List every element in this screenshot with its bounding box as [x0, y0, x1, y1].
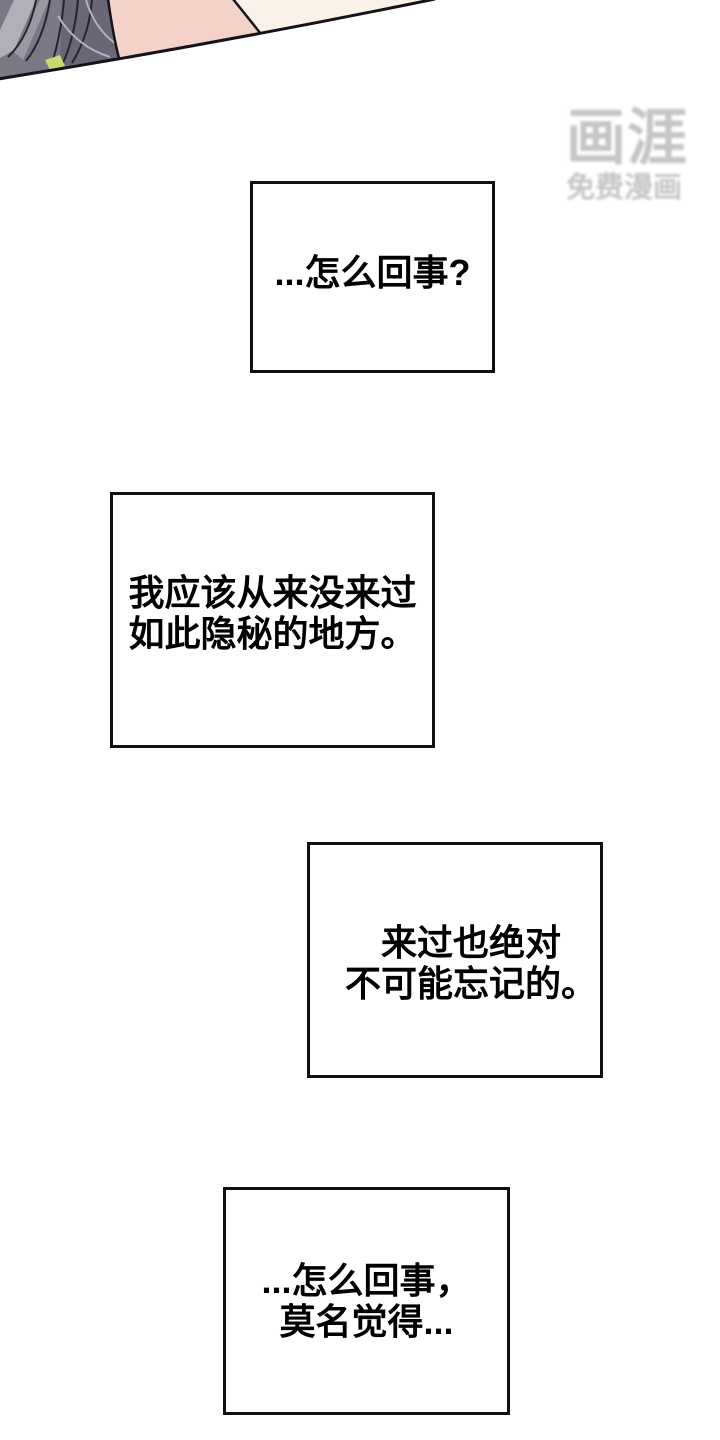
watermark: 画涯 免费漫画	[566, 103, 694, 204]
hair-outline	[106, 0, 121, 59]
caption-line: ...怎么回事，	[261, 1260, 472, 1301]
caption-line: ...怎么回事?	[274, 251, 471, 293]
hair-dark-section	[60, 0, 119, 67]
caption-line: 来过也绝对	[380, 922, 561, 963]
caption-line: 我应该从来没来过	[128, 572, 417, 613]
hair-sheen-arcs	[57, 0, 117, 58]
caption-line: 不可能忘记的。	[344, 963, 597, 1004]
watermark-logo: 画涯	[566, 103, 688, 172]
hair-accent-green	[45, 55, 65, 70]
watermark-tagline: 免费漫画	[566, 172, 683, 204]
panel-divider-line	[232, 0, 262, 35]
panel-illustration	[0, 0, 436, 81]
caption-box-4: ...怎么回事， 莫名觉得...	[223, 1187, 510, 1415]
caption-line: 如此隐秘的地方。	[128, 613, 417, 654]
hair-light-band-2	[14, 0, 49, 60]
caption-line: 莫名觉得...	[279, 1301, 454, 1342]
caption-box-2: 我应该从来没来过 如此隐秘的地方。	[110, 492, 435, 748]
panel-bottom-border	[0, 0, 436, 81]
caption-box-1: ...怎么回事?	[250, 181, 495, 373]
caption-box-3: 来过也绝对 不可能忘记的。	[307, 842, 603, 1078]
hair-light-band	[0, 0, 36, 58]
